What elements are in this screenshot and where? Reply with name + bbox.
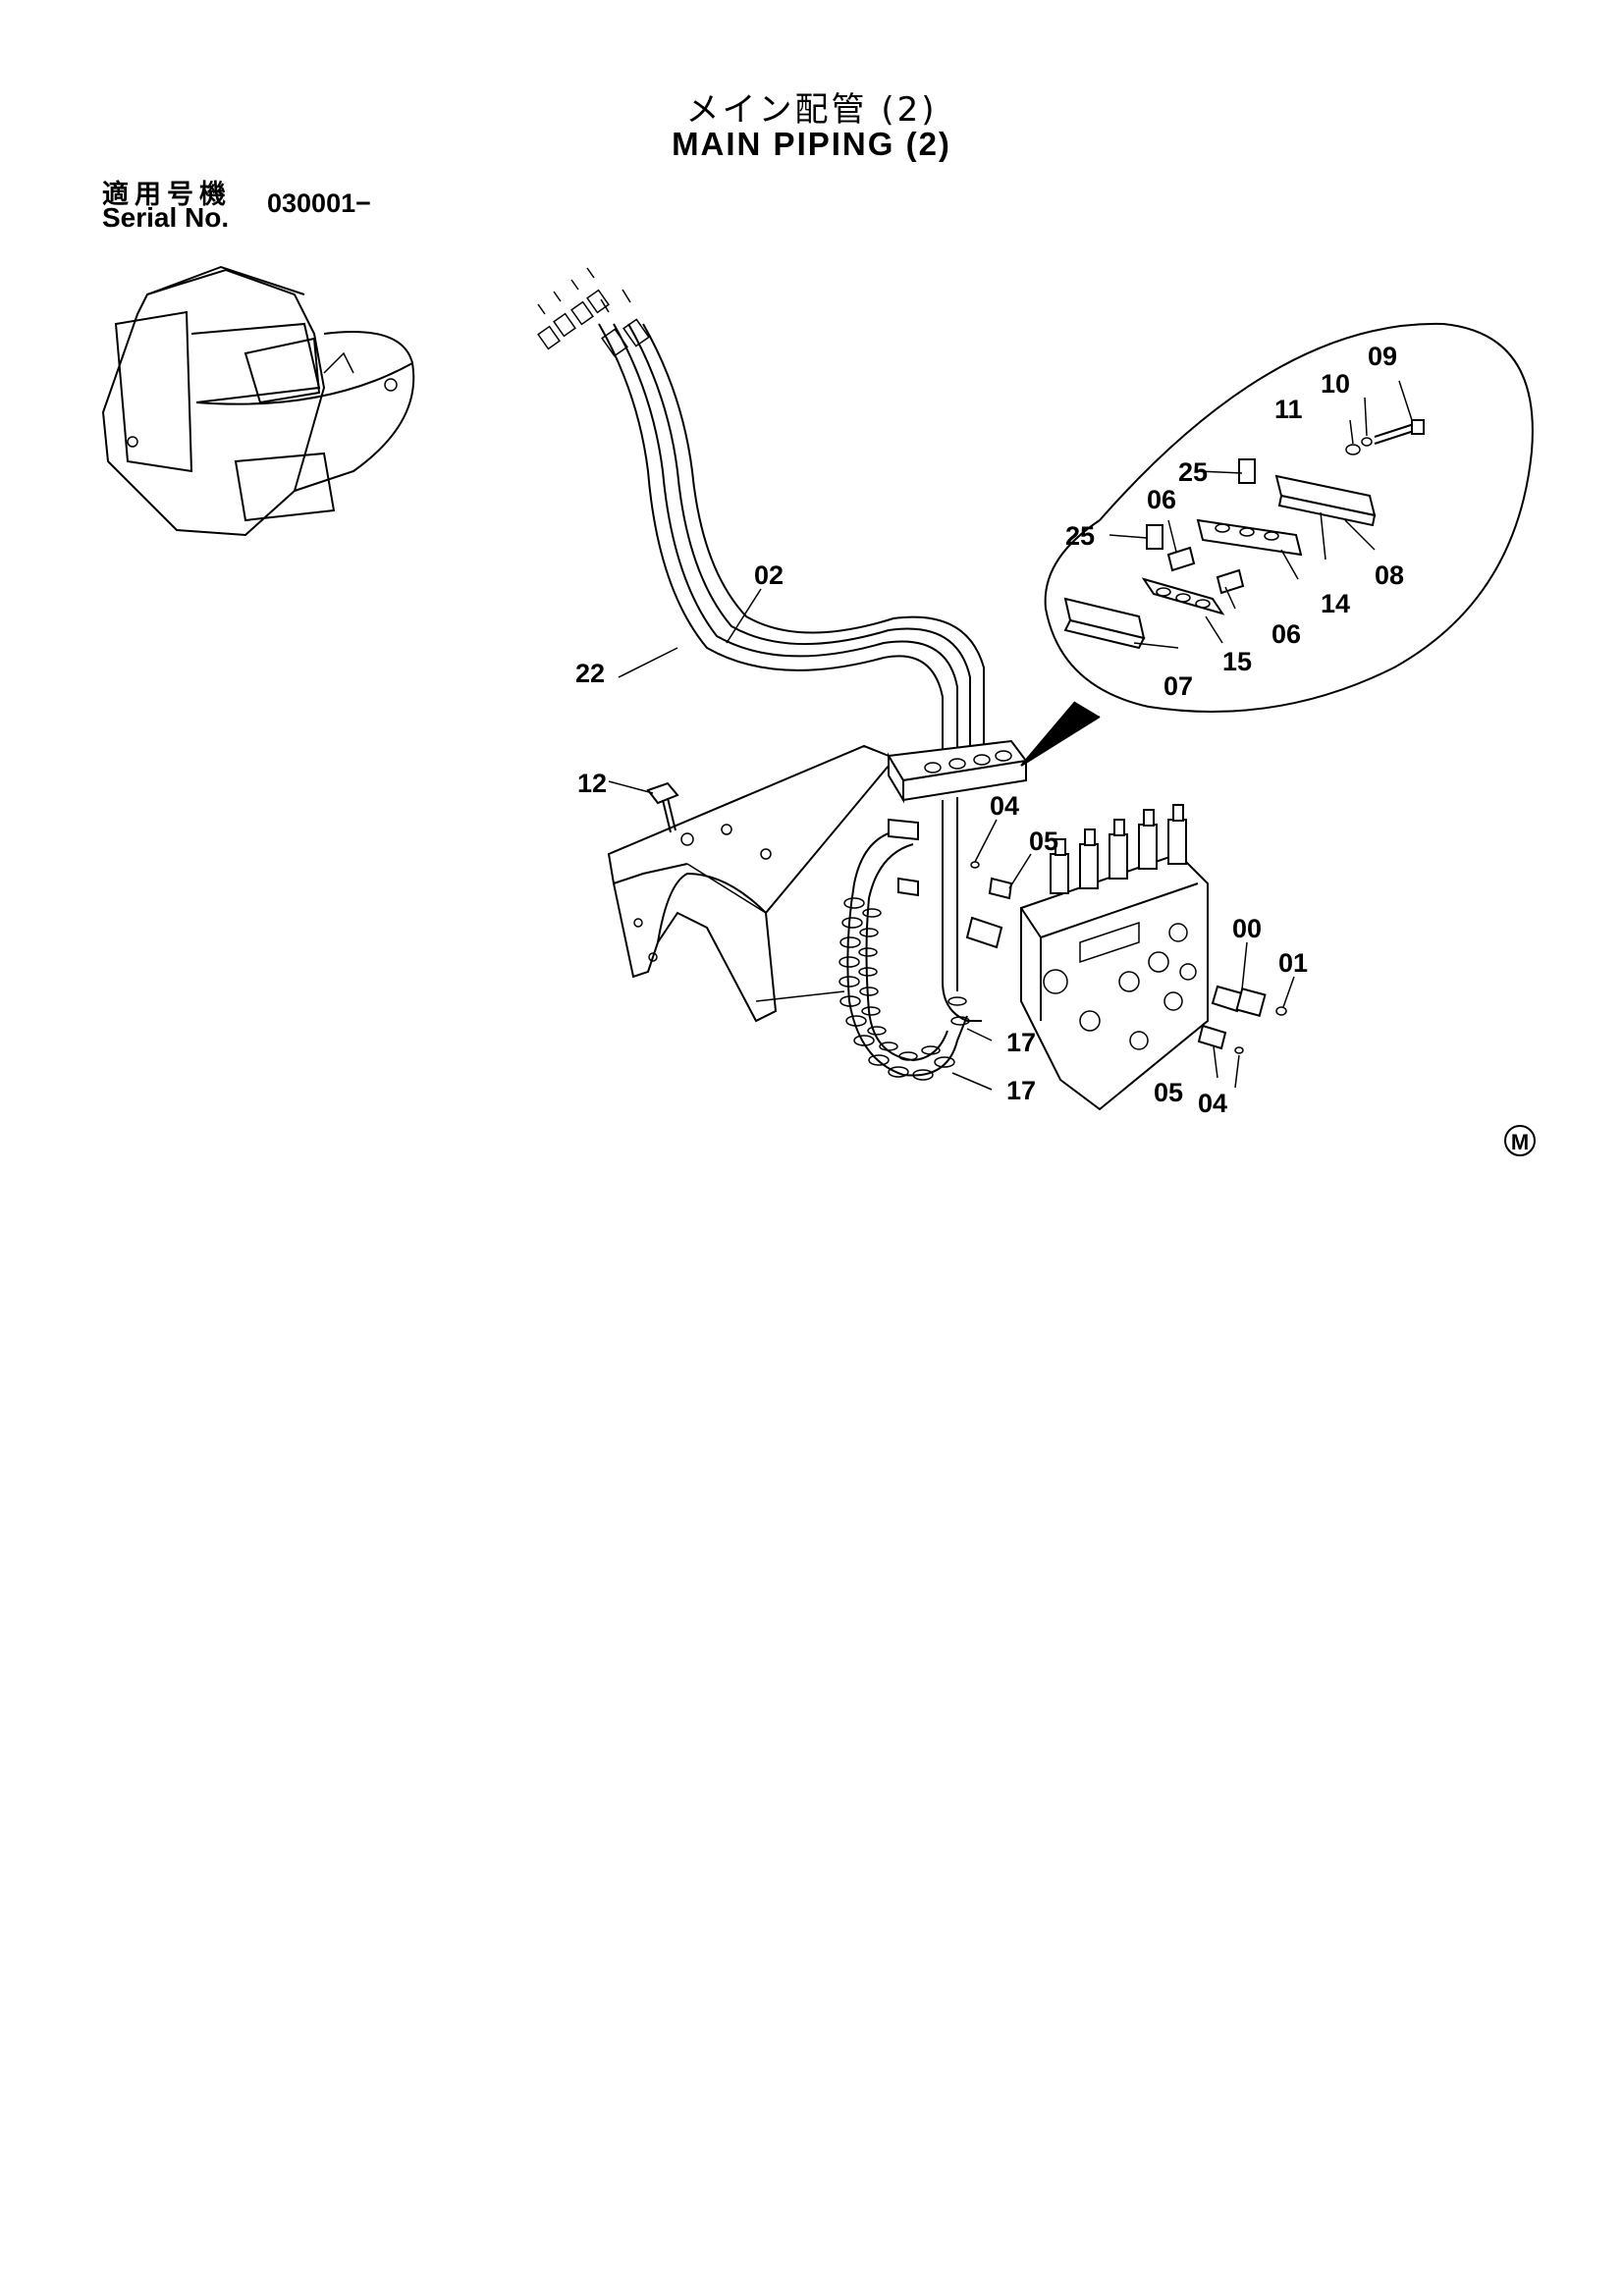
callout-labels: 00 01 02 04 04 05 05 06 06 07 08 09 10 1… <box>575 342 1404 1118</box>
serial-label-japanese: 適用号機 <box>102 180 232 210</box>
control-valve <box>970 804 1287 1111</box>
callout-11: 11 <box>1274 395 1303 424</box>
excavator-thumbnail <box>101 265 415 537</box>
callout-10: 10 <box>1321 369 1350 399</box>
callout-25: 25 <box>1178 457 1208 487</box>
callout-15: 15 <box>1222 647 1252 676</box>
callout-07: 07 <box>1163 671 1193 701</box>
callout-17: 17 <box>1006 1028 1036 1057</box>
callout-25: 25 <box>1065 521 1095 551</box>
model-marker-letter: M <box>1511 1130 1529 1154</box>
callout-00: 00 <box>1232 914 1262 943</box>
callout-04: 04 <box>990 791 1019 821</box>
serial-label: Serial No. <box>102 202 230 233</box>
callout-05: 05 <box>1029 827 1058 856</box>
page-title-japanese: メイン配管 (2) <box>685 90 938 130</box>
callout-01: 01 <box>1278 948 1308 978</box>
mounting-bracket <box>607 744 890 1023</box>
callout-12: 12 <box>577 769 607 798</box>
callout-17: 17 <box>1006 1076 1036 1105</box>
callout-09: 09 <box>1368 342 1397 371</box>
callout-08: 08 <box>1375 561 1404 590</box>
callout-04: 04 <box>1198 1089 1227 1118</box>
serial-number: 030001− <box>267 188 371 218</box>
page-title: MAIN PIPING (2) <box>672 126 951 162</box>
detail-bubble <box>1020 322 1534 767</box>
callout-05: 05 <box>1154 1078 1183 1107</box>
callout-14: 14 <box>1321 589 1350 618</box>
callout-06: 06 <box>1147 485 1176 514</box>
callout-22: 22 <box>575 659 605 688</box>
model-marker: M <box>1504 1125 1536 1156</box>
hose-assembly <box>537 267 985 756</box>
leader-lines <box>608 380 1413 1091</box>
callout-06: 06 <box>1271 619 1301 649</box>
callout-02: 02 <box>754 561 784 590</box>
protected-hoses <box>839 818 1003 1081</box>
